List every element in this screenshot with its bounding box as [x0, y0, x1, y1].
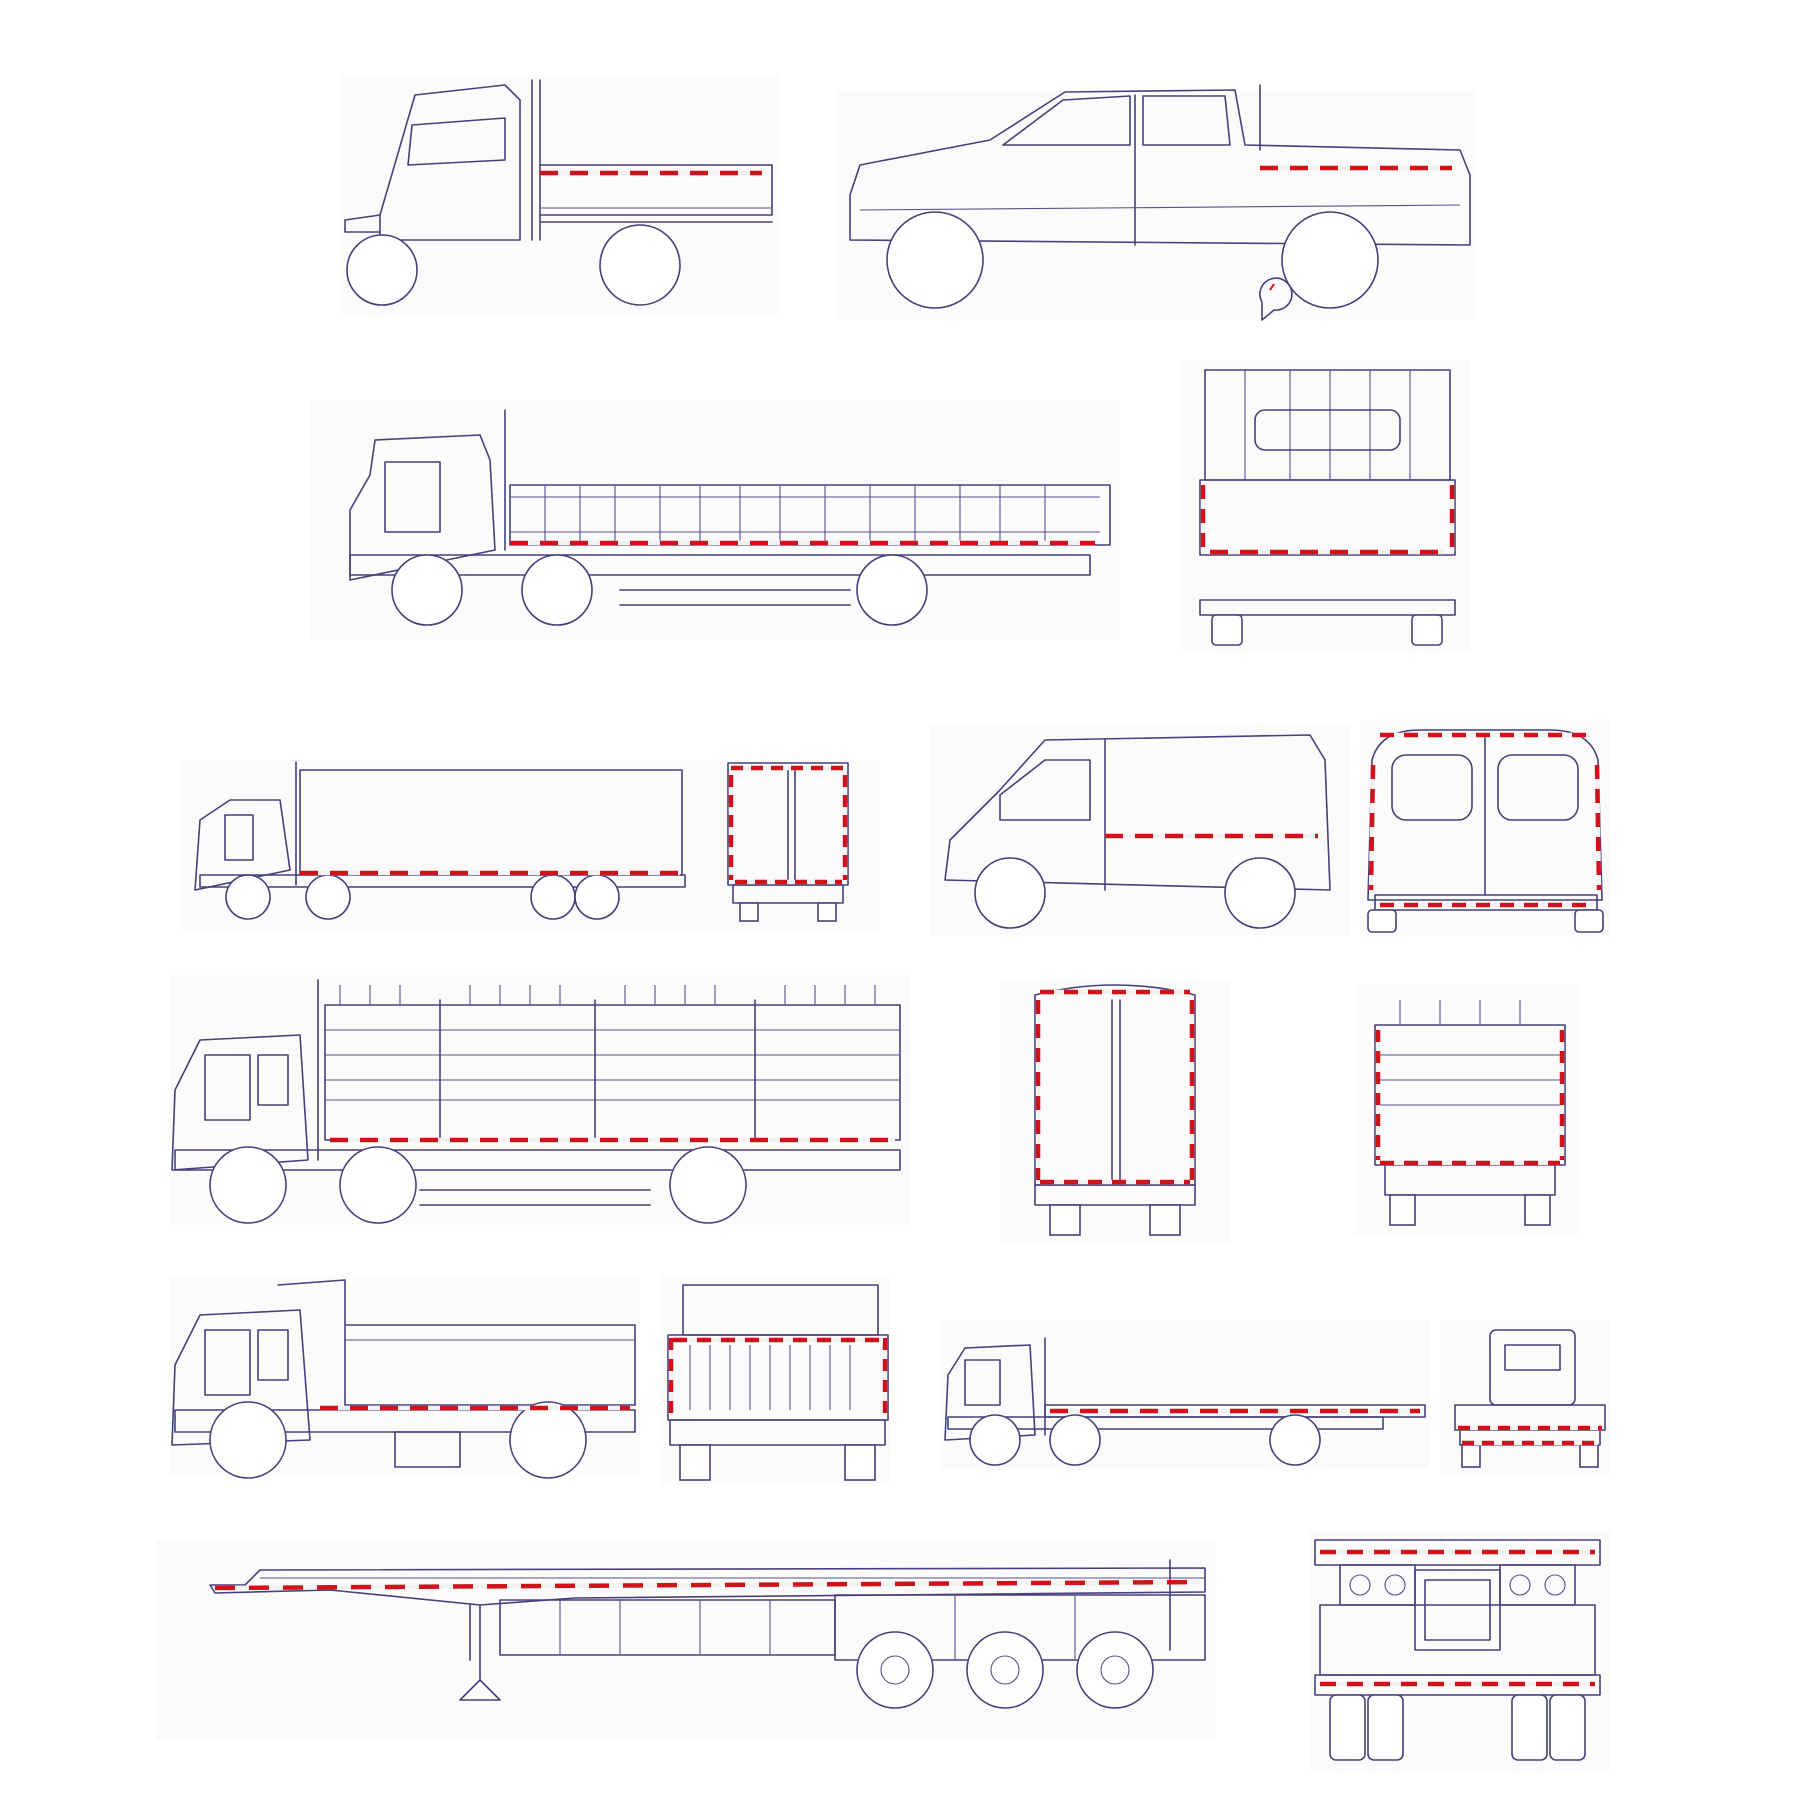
semi-trailer-rear-view	[1310, 1530, 1610, 1770]
left-wheel	[739, 902, 759, 922]
front-wheel	[974, 857, 1046, 929]
right-wheel	[1149, 1204, 1181, 1236]
reflective-strip-right	[1594, 764, 1602, 891]
rear-wheel-1	[530, 874, 576, 920]
second-wheel	[1049, 1414, 1101, 1466]
left-wheel-outer	[1329, 1694, 1366, 1761]
right-wheel	[1579, 1444, 1599, 1468]
panel-box-rear	[720, 760, 860, 930]
stake-truck-side-view	[310, 400, 1120, 640]
dump-truck-side-view	[170, 1275, 640, 1479]
three-wheeler-side-view	[340, 75, 780, 315]
right-wheel	[1524, 1194, 1551, 1226]
rear-wheel	[1269, 1414, 1321, 1466]
front-wheel	[225, 874, 271, 920]
van-side-view	[930, 725, 1350, 935]
left-wheel	[679, 1444, 711, 1481]
large-box-rear-view	[1000, 980, 1230, 1245]
front-wheel	[209, 1401, 287, 1479]
second-wheel	[521, 554, 593, 626]
reflective-strip-left	[1368, 764, 1376, 891]
semi-trailer-side-view	[155, 1540, 1215, 1740]
rear-wheel-2	[574, 874, 620, 920]
pickup-truck-side-view	[835, 84, 1475, 321]
left-wheel	[1461, 1444, 1481, 1468]
second-wheel	[305, 874, 351, 920]
flatbed-truck-side-view	[940, 1320, 1430, 1470]
front-wheel	[209, 1146, 287, 1224]
axle-wheel-1	[856, 1631, 934, 1709]
speech-bubble-icon	[1259, 277, 1293, 321]
rear-wheel	[599, 224, 681, 306]
left-wheel	[1389, 1194, 1416, 1226]
front-wheel	[969, 1414, 1021, 1466]
axle-wheel-3	[1076, 1631, 1154, 1709]
stake-rear-small-view	[1355, 985, 1580, 1235]
second-wheel	[339, 1146, 417, 1224]
long-stake-truck-side-view	[170, 975, 910, 1225]
rear-wheel	[1281, 211, 1379, 309]
panel-semi-trailer	[155, 1540, 1215, 1740]
van-rear-view	[1360, 720, 1610, 935]
rear-wheel	[856, 554, 928, 626]
left-wheel	[1367, 909, 1397, 933]
right-wheel	[844, 1444, 876, 1481]
right-wheel-inner	[1511, 1694, 1548, 1761]
rear-wheel	[1224, 857, 1296, 929]
reflective-strip	[214, 1579, 1201, 1591]
right-wheel-outer	[1549, 1694, 1586, 1761]
dump-truck-rear-view	[660, 1275, 890, 1485]
front-wheel	[346, 234, 418, 306]
left-wheel-inner	[1367, 1694, 1404, 1761]
right-wheel	[1411, 614, 1443, 646]
left-wheel	[1211, 614, 1243, 646]
stake-truck-rear-view	[1180, 360, 1470, 650]
front-wheel	[886, 211, 984, 309]
axle-wheel-2	[966, 1631, 1044, 1709]
flatbed-rear-view	[1440, 1320, 1610, 1475]
left-wheel	[1049, 1204, 1081, 1236]
panel-stake-rear	[1180, 360, 1470, 650]
rear-wheel	[669, 1146, 747, 1224]
box-truck-rear-view	[720, 760, 860, 930]
rear-wheel	[509, 1401, 587, 1479]
panel-stake-rear-small	[1355, 985, 1580, 1235]
front-wheel	[391, 554, 463, 626]
right-wheel	[1574, 909, 1604, 933]
right-wheel	[817, 902, 837, 922]
